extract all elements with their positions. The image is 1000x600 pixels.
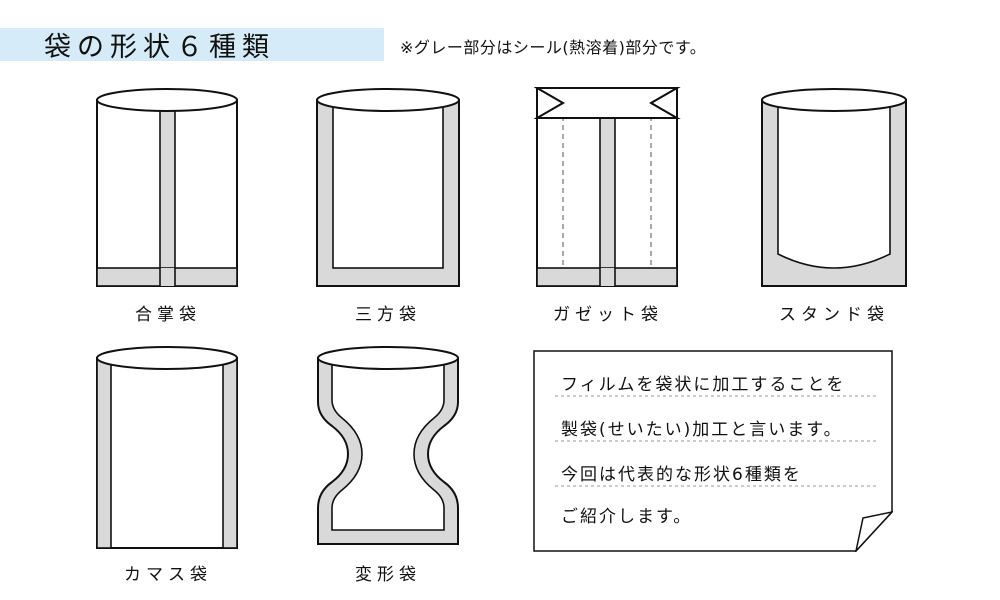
title-band [0, 28, 384, 61]
memo-line-4: ご紹介します。 [561, 507, 693, 527]
bag-label-stand: スタンド袋 [779, 305, 889, 325]
stand-up-pouch-icon [758, 86, 910, 292]
page-title: 袋の形状６種類 [44, 32, 275, 63]
bag-label-gassho: 合掌袋 [135, 305, 201, 325]
shaped-bag-icon [314, 344, 462, 554]
bag-label-gusset: ガゼット袋 [553, 305, 663, 325]
bag-label-henkei: 変形袋 [355, 565, 421, 585]
bag-label-sanpo: 三方袋 [355, 305, 421, 325]
center-seal-bag-icon [94, 86, 242, 292]
memo-line-3: 今回は代表的な形状6種類を [561, 465, 802, 485]
three-side-seal-bag-icon [314, 86, 462, 292]
memo-note: フィルムを袋状に加工することを 製袋(せいたい)加工と言います。 今回は代表的な… [533, 350, 893, 552]
seal-note: ※グレー部分はシール(熱溶着)部分です。 [400, 38, 707, 57]
side-seal-bag-icon [94, 344, 242, 554]
gusset-bag-icon [534, 86, 682, 292]
memo-line-1: フィルムを袋状に加工することを [561, 375, 846, 395]
bag-label-kamasu: カマス袋 [124, 565, 212, 585]
memo-line-2: 製袋(せいたい)加工と言います。 [561, 420, 843, 440]
